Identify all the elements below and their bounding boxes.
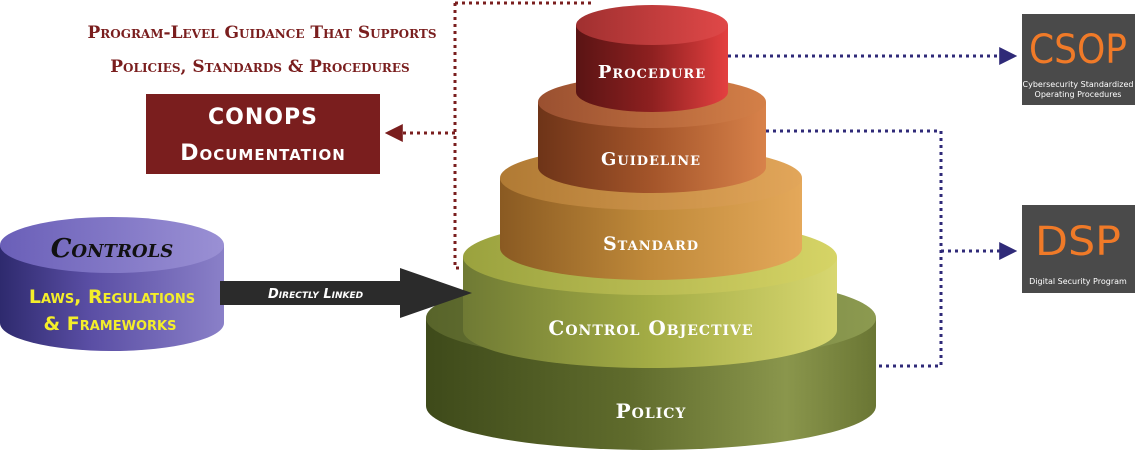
csop-abbr: CSOP [1029, 27, 1127, 73]
controls-cylinder: Controls Laws, Regulations & Frameworks [0, 217, 224, 351]
dsp-abbr: DSP [1035, 219, 1121, 265]
csop-line1: Cybersecurity Standardized [1023, 80, 1134, 89]
tier-procedure-label: Procedure [598, 62, 706, 83]
directly-linked-arrow: Directly Linked [220, 268, 472, 318]
csop-box: CSOP Cybersecurity Standardized Operatin… [1022, 14, 1135, 105]
conops-line2: Documentation [180, 141, 346, 166]
tier-guideline-label: Guideline [601, 149, 701, 170]
guidance-title-line1: Program-Level Guidance That Supports [88, 23, 437, 43]
guidance-connector [384, 1, 592, 270]
conops-line1: CONOPS [208, 105, 318, 130]
dsp-connector [766, 129, 1018, 368]
controls-line2: & Frameworks [44, 313, 177, 335]
controls-line1: Laws, Regulations [29, 286, 195, 308]
conops-box: CONOPS Documentation [146, 94, 380, 174]
dsp-line1: Digital Security Program [1029, 277, 1127, 286]
guidance-title-line2: Policies, Standards & Procedures [110, 57, 409, 77]
tier-standard-label: Standard [603, 233, 699, 255]
directly-linked-label: Directly Linked [268, 287, 364, 302]
dsp-box: DSP Digital Security Program [1022, 205, 1135, 293]
tier-procedure: Procedure [576, 5, 728, 112]
tier-control-objective-label: Control Objective [548, 316, 753, 340]
csop-line2: Operating Procedures [1035, 90, 1122, 99]
tier-policy-label: Policy [616, 399, 687, 423]
controls-title: Controls [51, 234, 174, 264]
